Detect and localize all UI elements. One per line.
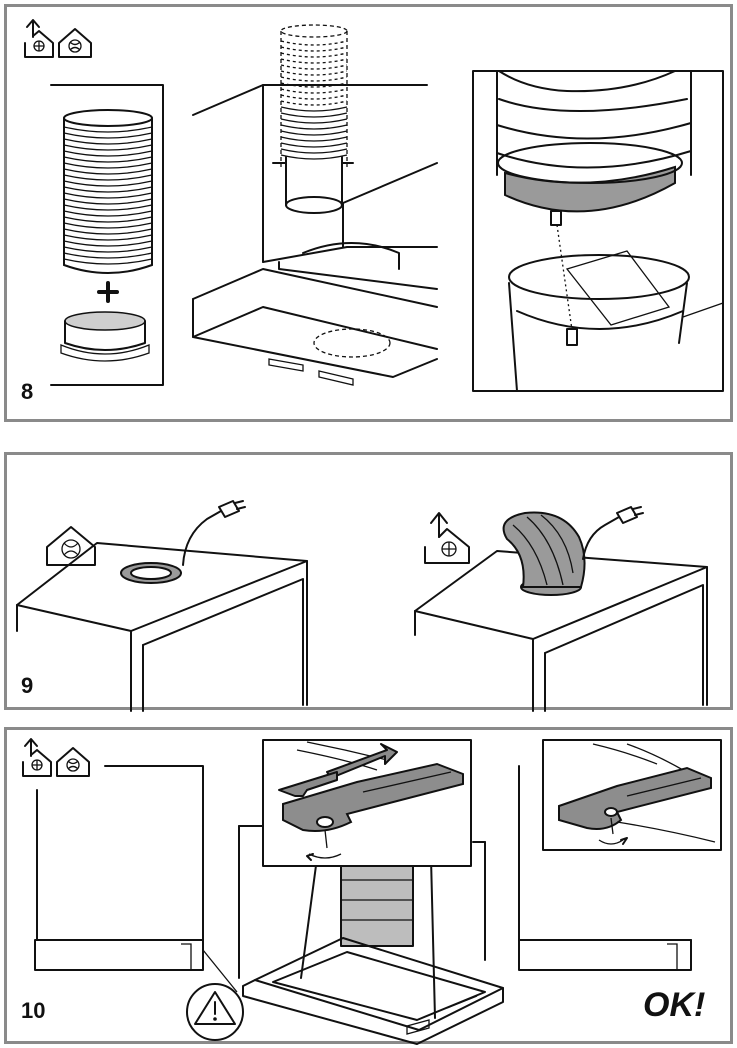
hose-rib xyxy=(64,205,152,210)
hose-rib xyxy=(64,151,152,156)
step-10-panel: 10 OK! xyxy=(4,727,733,1044)
hose-rib xyxy=(64,247,152,252)
hose-rib xyxy=(64,127,152,132)
duct-rib xyxy=(281,119,347,123)
duct-rib xyxy=(281,77,347,81)
recirculation-icon xyxy=(59,29,91,57)
hose-rib xyxy=(64,211,152,216)
duct-rib xyxy=(281,113,347,117)
hose-rib xyxy=(64,169,152,174)
hose-rib xyxy=(64,175,152,180)
cabinet-left xyxy=(35,766,237,992)
hose-rib xyxy=(64,235,152,240)
flexible-hose xyxy=(64,110,152,273)
step-9-illustration xyxy=(7,455,736,713)
hose-rib xyxy=(64,253,152,258)
duct-rib xyxy=(281,107,347,111)
hose-rib xyxy=(64,181,152,186)
step-number: 8 xyxy=(21,379,33,405)
hose-rib xyxy=(64,163,152,168)
step-number: 10 xyxy=(21,998,45,1024)
recirculation-icon xyxy=(57,748,89,776)
hose-rib xyxy=(64,217,152,222)
recirculation-icon xyxy=(47,527,95,565)
ducted-extraction-icon xyxy=(23,739,51,776)
hose-rib xyxy=(64,187,152,192)
hood-cabinet-drawing xyxy=(193,25,437,385)
duct-rib xyxy=(281,143,347,147)
duct-rib xyxy=(281,53,347,57)
duct-rib xyxy=(281,89,347,93)
step-10-illustration xyxy=(7,730,736,1047)
step-number: 9 xyxy=(21,673,33,699)
detail-inset xyxy=(473,71,723,391)
hood-left-recirculation xyxy=(17,501,307,711)
duct-rib xyxy=(281,59,347,63)
warning-triangle-icon xyxy=(187,984,243,1040)
hose-rib xyxy=(64,139,152,144)
hose-rib xyxy=(64,145,152,150)
hose-rib xyxy=(64,223,152,228)
kit-box-outline xyxy=(51,85,163,385)
hose-rib xyxy=(64,241,152,246)
hose-rib xyxy=(64,229,152,234)
step-8-illustration xyxy=(7,7,736,425)
hose-rib xyxy=(64,193,152,198)
step-8-panel: 8 xyxy=(4,4,733,422)
duct-rib xyxy=(281,149,347,153)
adapter-ring xyxy=(61,312,149,361)
duct-rib xyxy=(281,47,347,51)
duct-rib xyxy=(281,65,347,69)
duct-rib xyxy=(281,125,347,129)
step-9-panel: 9 xyxy=(4,452,733,710)
duct-rib xyxy=(281,131,347,135)
ducted-extraction-icon xyxy=(25,20,53,57)
duct-rib xyxy=(281,137,347,141)
duct-rib xyxy=(281,101,347,105)
duct-rib xyxy=(281,41,347,45)
hose-rib xyxy=(64,259,152,264)
detail-duct-connection xyxy=(497,71,723,391)
duct-rib xyxy=(281,71,347,75)
hose-rib xyxy=(64,133,152,138)
hose-rib xyxy=(64,157,152,162)
duct-rib xyxy=(281,95,347,99)
plus-sign xyxy=(99,283,117,301)
hose-rib xyxy=(64,199,152,204)
ok-label: OK! xyxy=(643,986,705,1025)
ducted-extraction-icon xyxy=(425,513,469,563)
duct-rib xyxy=(281,155,347,159)
